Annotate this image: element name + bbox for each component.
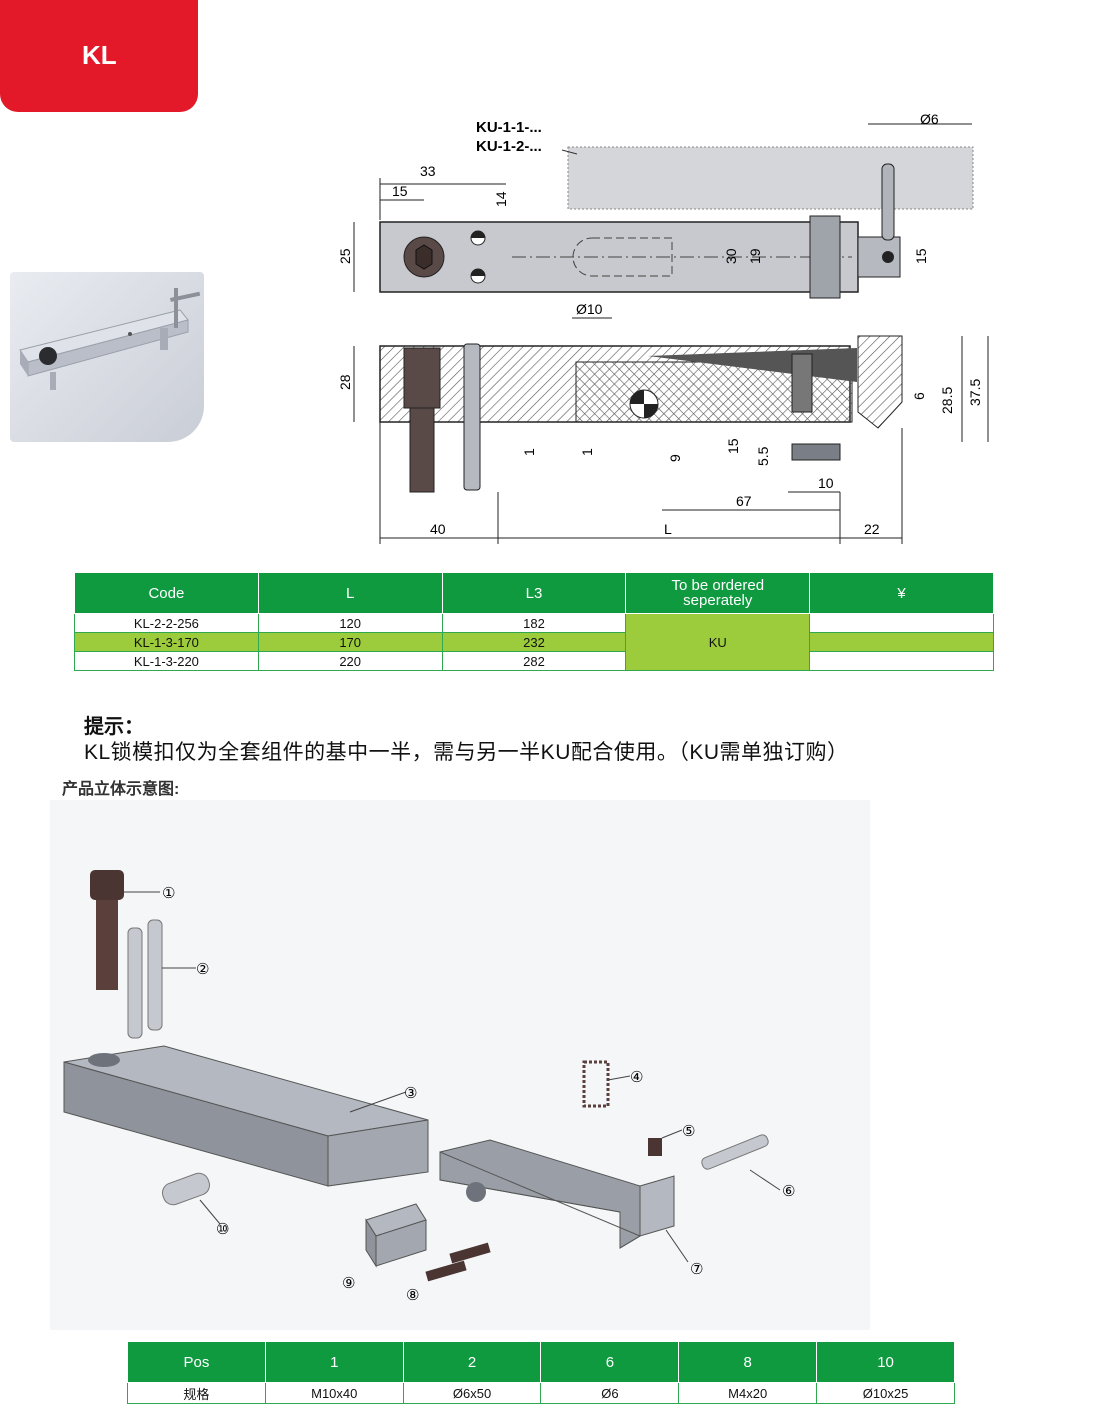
product-photo [10,272,204,442]
header-price: ¥ [809,572,994,614]
dim-67: 67 [736,493,752,509]
cell-l3: 232 [441,632,627,652]
header-pos-8: 8 [678,1341,818,1383]
callout-5: ⑤ [682,1122,695,1140]
cell-l: 120 [257,613,443,633]
cell-l: 220 [257,651,443,671]
header-l: L [257,572,443,614]
dim-37-5: 37.5 [967,379,983,406]
dim-33: 33 [420,163,436,179]
header-pos-10: 10 [816,1341,955,1383]
dim-1a: 1 [521,448,537,456]
cell-code: KL-1-3-220 [74,651,259,671]
table-row: 规格 M10x40 Ø6x50 Ø6 M4x20 Ø10x25 [127,1382,955,1404]
cell-l3: 282 [441,651,627,671]
iso-title: 产品立体示意图: [62,781,180,798]
dim-10: 10 [818,475,834,491]
ku-callout-2: KU-1-2-... [476,138,542,155]
header-l3: L3 [441,572,627,614]
callout-1: ① [162,884,175,902]
ku-callout-1: KU-1-1-... [476,119,542,136]
dim-19: 19 [747,248,763,264]
parts-table: Pos 1 2 6 8 10 规格 M10x40 Ø6x50 Ø6 M4x20 … [127,1341,955,1404]
exploded-view-svg: ① ② ③ ⑩ ⑨ ⑧ ⑦ ④ [50,800,870,1330]
dim-6: 6 [911,392,927,400]
cell-spec: M10x40 [264,1382,404,1404]
cell-price [809,651,994,671]
parts-table-header: Pos 1 2 6 8 10 [127,1341,955,1383]
header-pos-2: 2 [402,1341,542,1383]
cell-spec-label: 规格 [127,1382,266,1404]
table-row: KL-1-3-220 220 282 [74,651,994,671]
callout-7: ⑦ [690,1260,703,1278]
dim-28: 28 [337,374,353,390]
cell-spec: Ø6 [540,1382,680,1404]
callout-2: ② [196,960,209,978]
callout-10: ⑩ [216,1220,229,1238]
order-line-1: To be ordered [671,577,765,594]
callout-8: ⑧ [406,1286,419,1304]
header-pos-6: 6 [540,1341,680,1383]
table-row: KL-2-2-256 120 182 KU [74,613,994,671]
cell-code: KL-2-2-256 [74,613,259,633]
table-row: KL-1-3-170 170 232 [74,632,994,652]
dim-30: 30 [723,248,739,264]
cell-price [809,613,994,633]
dim-40: 40 [430,521,446,537]
dim-15b: 15 [913,248,929,264]
cell-spec: M4x20 [678,1382,818,1404]
header-pos: Pos [127,1341,266,1383]
cell-code: KL-1-3-170 [74,632,259,652]
exploded-view: ① ② ③ ⑩ ⑨ ⑧ ⑦ ④ [50,800,870,1330]
dim-25: 25 [337,248,353,264]
series-tab-label: KL [82,40,117,70]
dim-phi6: Ø6 [920,111,939,127]
dim-1b: 1 [579,448,595,456]
dim-14: 14 [493,191,509,207]
dim-phi10: Ø10 [576,301,603,317]
dim-15c: 15 [725,438,741,454]
cell-l3: 182 [441,613,627,633]
dim-28-5: 28.5 [939,387,955,414]
hint-title: 提示： [84,716,144,738]
callout-6: ⑥ [782,1182,795,1200]
cell-ku: KU [625,613,811,671]
hint-text: KL锁模扣仅为全套组件的基中一半，需与另一半KU配合使用。（KU需单独订购） [84,741,849,764]
cell-spec: Ø10x25 [816,1382,955,1404]
dim-15a: 15 [392,183,408,199]
product-photo-art [19,288,201,390]
dim-22: 22 [864,521,880,537]
series-tab: KL [0,0,198,112]
drawing-svg: KU-1-1-... KU-1-2-... 33 15 14 25 30 19 … [337,111,989,544]
cell-spec: Ø6x50 [402,1382,542,1404]
header-pos-1: 1 [264,1341,404,1383]
technical-drawing: KU-1-1-... KU-1-2-... 33 15 14 25 30 19 … [312,92,1012,562]
dim-9: 9 [667,454,683,462]
dim-5-5: 5.5 [755,446,771,466]
callout-9: ⑨ [342,1274,355,1292]
order-line-2: seperately [683,592,753,609]
callout-3: ③ [404,1084,417,1102]
cell-l: 170 [257,632,443,652]
header-code: Code [74,572,259,614]
callout-4: ④ [630,1068,643,1086]
cell-price [809,632,994,652]
dim-L: L [664,521,672,537]
